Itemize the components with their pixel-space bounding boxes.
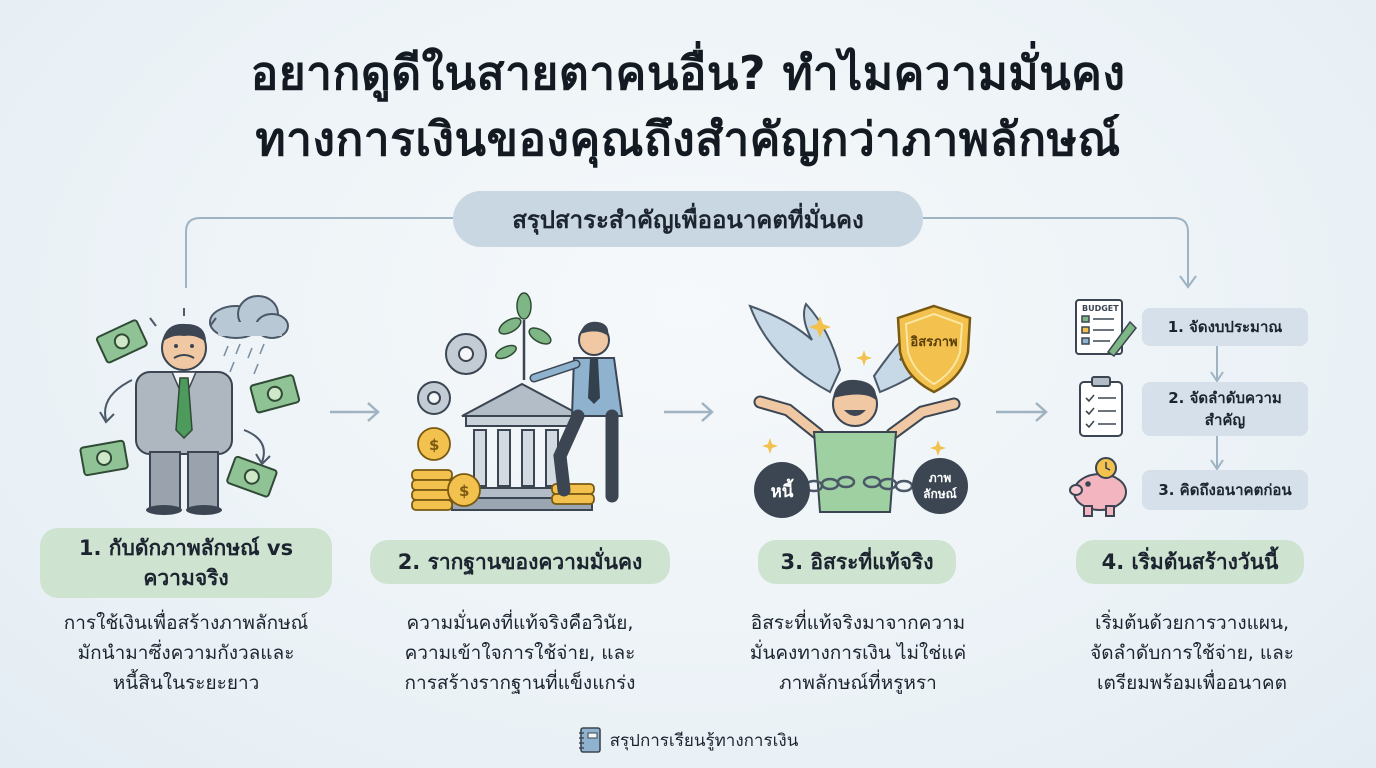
title-line-1: อยากดูดีในสายตาคนอื่น? ทำไมความมั่นคง <box>250 46 1126 100</box>
desc-line: จัดลำดับการใช้จ่าย, และ <box>1090 642 1294 664</box>
rain-cloud-icon <box>209 295 289 375</box>
desc-line: การใช้เงินเพื่อสร้างภาพลักษณ์ <box>63 612 309 634</box>
section-heading-4: 4. เริ่มต้นสร้างวันนี้ <box>1076 540 1304 584</box>
desc-line: การสร้างรากฐานที่แข็งแกร่ง <box>404 672 636 694</box>
page-title: อยากดูดีในสายตาคนอื่น? ทำไมความมั่นคง ทา… <box>0 40 1376 172</box>
heading-text: 3. อิสระที่แท้จริง <box>780 550 934 574</box>
section-desc-2: ความมั่นคงที่แท้จริงคือวินัย, ความเข้าใจ… <box>362 608 678 698</box>
step-label: 3. คิดถึงอนาคตก่อน <box>1158 481 1292 499</box>
budget-sheet-icon <box>1075 299 1138 358</box>
desc-line: เตรียมพร้อมเพื่ออนาคต <box>1097 672 1287 694</box>
desc-line: มั่นคงทางการเงิน ไม่ใช่แค่ <box>749 642 967 664</box>
coin-stack-icon <box>411 427 595 511</box>
section-heading-1: 1. กับดักภาพลักษณ์ vs ความจริง <box>40 528 332 598</box>
image-ball-label-2: ลักษณ์ <box>923 487 957 501</box>
step-label: 1. จัดงบประมาณ <box>1167 318 1283 336</box>
debt-ball-label: หนี้ <box>771 478 794 502</box>
section-desc-1: การใช้เงินเพื่อสร้างภาพลักษณ์ มักนำมาซึ่… <box>26 608 346 698</box>
notebook-icon <box>578 727 601 753</box>
section-desc-4: เริ่มต้นด้วยการวางแผน, จัดลำดับการใช้จ่า… <box>1034 608 1350 698</box>
heading-text: 4. เริ่มต้นสร้างวันนี้ <box>1101 550 1279 574</box>
shield-icon <box>896 304 972 394</box>
checklist-icon <box>1079 376 1123 437</box>
plant-icon <box>495 292 552 380</box>
title-line-2: ทางการเงินของคุณถึงสำคัญกว่าภาพลักษณ์ <box>255 112 1121 166</box>
piggy-bank-icon <box>1069 457 1127 517</box>
heading-line: ความจริง <box>143 566 229 590</box>
arrow-1-to-2 <box>330 402 380 422</box>
shield-label: อิสรภาพ <box>910 335 957 350</box>
budget-label: BUDGET <box>1082 304 1119 313</box>
bank-icon <box>451 382 593 511</box>
section-heading-2: 2. รากฐานของความมั่นคง <box>370 540 670 584</box>
desc-line: ภาพลักษณ์ที่หรูหรา <box>779 672 937 694</box>
svg-text:$: $ <box>429 436 439 454</box>
desc-line: เริ่มต้นด้วยการวางแผน, <box>1094 612 1290 634</box>
arrow-3-to-4 <box>996 402 1048 422</box>
arrow-2-to-3 <box>664 402 714 422</box>
gear-icon <box>417 333 487 415</box>
heading-line: 1. กับดักภาพลักษณ์ vs <box>78 536 294 560</box>
step-label: สำคัญ <box>1204 411 1246 429</box>
desc-line: มักนำมาซึ่งความกังวลและ <box>77 642 295 664</box>
step-label: 2. จัดลำดับความ <box>1168 389 1282 407</box>
step-box-budget: 1. จัดงบประมาณ <box>1142 308 1308 346</box>
money-bill-icon <box>79 319 301 498</box>
footer: สรุปการเรียนรู้ทางการเงิน <box>0 726 1376 754</box>
desc-line: ความมั่นคงที่แท้จริงคือวินัย, <box>406 612 634 634</box>
desc-line: หนี้สินในระยะยาว <box>112 672 260 694</box>
subtitle-pill: สรุปสาระสำคัญเพื่ออนาคตที่มั่นคง <box>453 191 923 247</box>
svg-text:$: $ <box>459 482 469 500</box>
desc-line: ความเข้าใจการใช้จ่าย, และ <box>404 642 636 664</box>
image-ball-label-1: ภาพ <box>929 471 952 485</box>
desc-line: อิสระที่แท้จริงมาจากความ <box>750 612 966 634</box>
section-desc-3: อิสระที่แท้จริงมาจากความ มั่นคงทางการเงิ… <box>700 608 1016 698</box>
section-heading-3: 3. อิสระที่แท้จริง <box>758 540 956 584</box>
heading-text: 2. รากฐานของความมั่นคง <box>397 550 643 574</box>
footer-text: สรุปการเรียนรู้ทางการเงิน <box>609 730 799 751</box>
debt-ball-icon <box>754 462 810 518</box>
step-box-priority: 2. จัดลำดับความ สำคัญ <box>1142 382 1308 436</box>
image-ball-icon <box>912 458 968 514</box>
step-box-future: 3. คิดถึงอนาคตก่อน <box>1142 470 1308 510</box>
wing-icon <box>748 302 949 394</box>
